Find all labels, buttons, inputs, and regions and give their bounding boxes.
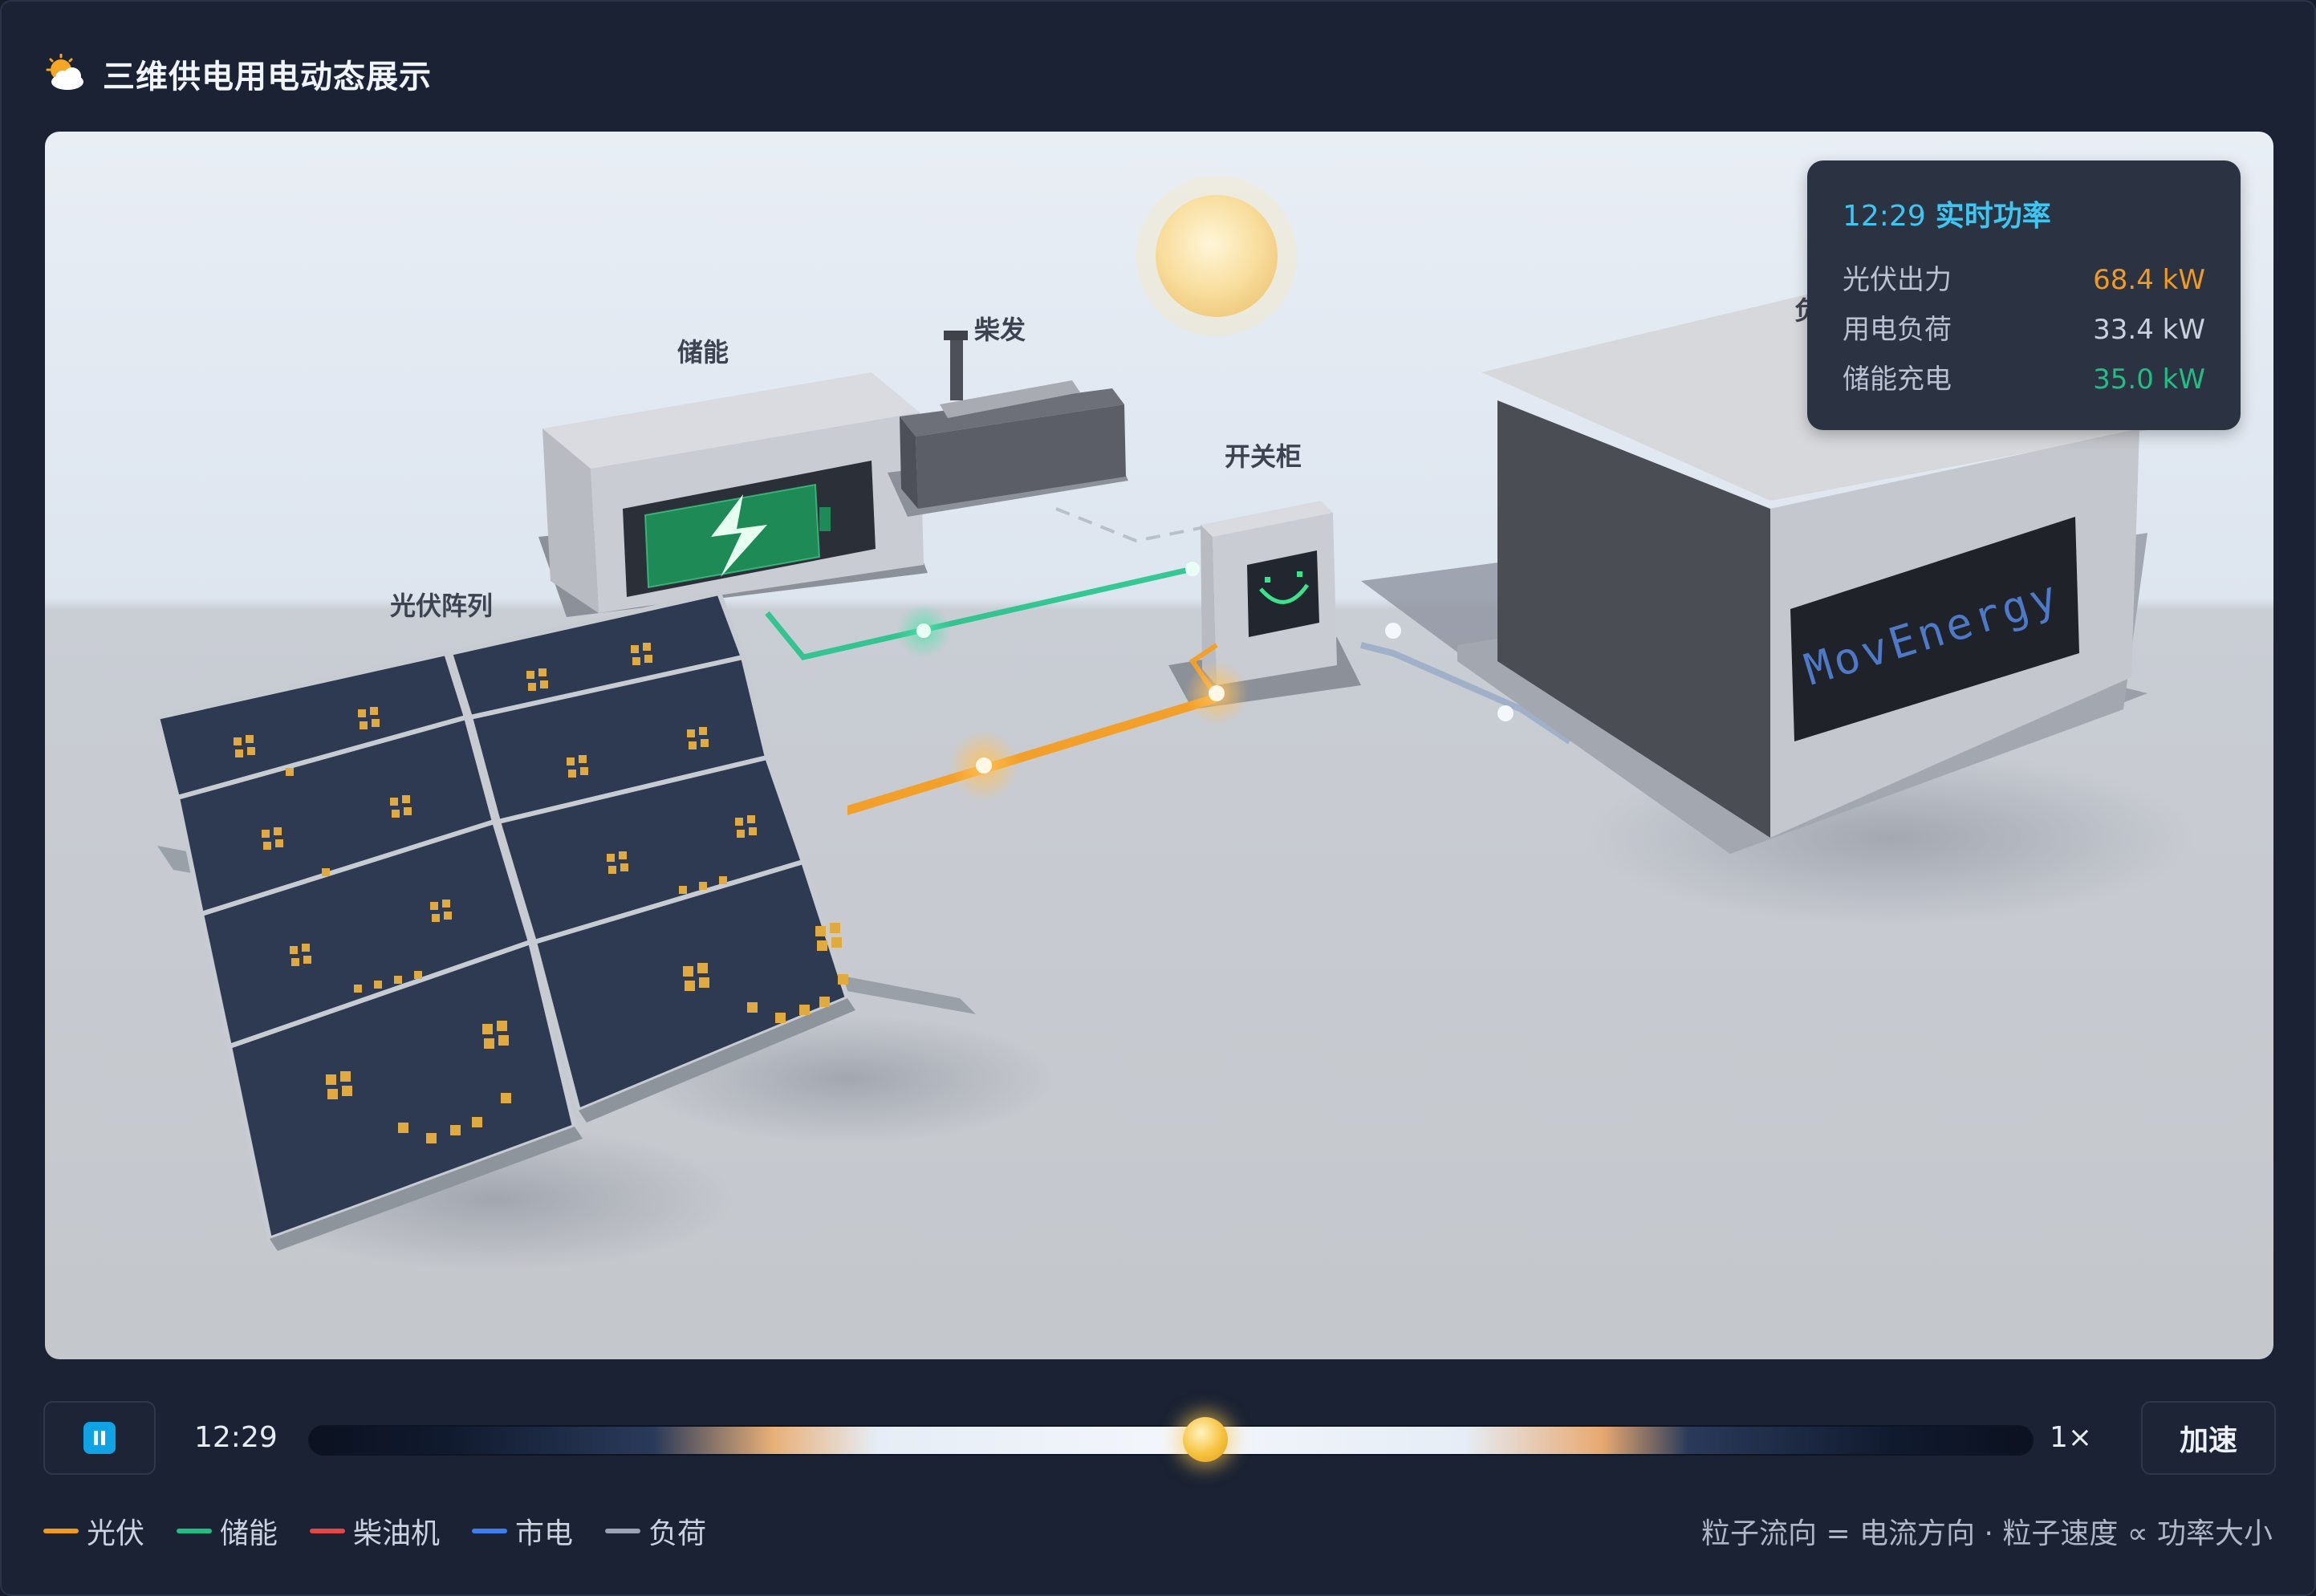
power-row-load: 用电负荷 33.4 kW <box>1843 305 2205 355</box>
label-diesel: 柴发 <box>974 315 1026 345</box>
legend-item-pv: 光伏 <box>43 1510 144 1552</box>
legend-label: 柴油机 <box>353 1517 441 1550</box>
legend-swatch <box>43 1529 79 1533</box>
legend: 光伏 储能 柴油机 市电 负荷 <box>43 1510 706 1552</box>
pause-button[interactable] <box>43 1401 156 1475</box>
label-switchgear: 开关柜 <box>1225 441 1302 472</box>
playback-controls: 12:29 1× 加速 <box>43 1401 2276 1478</box>
power-value: 33.4 kW <box>2093 314 2205 346</box>
legend-swatch <box>605 1529 641 1533</box>
power-row-pv: 光伏出力 68.4 kW <box>1843 255 2205 305</box>
power-label: 储能充电 <box>1843 363 1952 396</box>
label-storage: 储能 <box>677 337 729 368</box>
power-panel-heading: 12:29 实时功率 <box>1843 193 2205 234</box>
timeline-thumb[interactable] <box>1183 1417 1228 1462</box>
legend-item-storage: 储能 <box>177 1510 278 1552</box>
power-panel: 12:29 实时功率 光伏出力 68.4 kW 用电负荷 33.4 kW 储能充电… <box>1807 160 2241 430</box>
panel-title: 实时功率 <box>1935 200 2051 233</box>
sun-icon <box>1136 176 1297 336</box>
speed-value: 1× <box>2050 1421 2093 1454</box>
speed-up-button[interactable]: 加速 <box>2141 1401 2276 1475</box>
power-value: 68.4 kW <box>2093 264 2205 296</box>
label-pv-array: 光伏阵列 <box>390 591 494 621</box>
legend-item-diesel: 柴油机 <box>310 1510 440 1552</box>
scene-3d-view[interactable]: MovEnergy <box>45 132 2273 1359</box>
legend-swatch <box>177 1529 213 1533</box>
diesel-generator[interactable] <box>888 331 1128 517</box>
legend-swatch <box>310 1529 346 1533</box>
sun-cloud-icon <box>46 54 83 90</box>
power-label: 光伏出力 <box>1843 264 1952 296</box>
legend-item-load: 负荷 <box>605 1510 706 1552</box>
power-row-storage: 储能充电 35.0 kW <box>1843 355 2205 404</box>
flow-note: 粒子流向 = 电流方向 · 粒子速度 ∝ 功率大小 <box>1701 1517 2273 1550</box>
power-label: 用电负荷 <box>1843 314 1952 346</box>
page-title: 三维供电用电动态展示 <box>103 59 432 95</box>
legend-label: 负荷 <box>648 1517 707 1550</box>
storage-cabinet[interactable] <box>538 372 928 617</box>
legend-swatch <box>472 1529 508 1533</box>
legend-label: 市电 <box>515 1517 574 1550</box>
title-bar: 三维供电用电动态展示 <box>43 50 432 98</box>
legend-label: 储能 <box>220 1517 278 1550</box>
panel-time: 12:29 <box>1843 200 1926 233</box>
legend-item-grid: 市电 <box>472 1510 573 1552</box>
power-value: 35.0 kW <box>2093 363 2205 396</box>
pause-icon <box>83 1422 116 1454</box>
current-time: 12:29 <box>194 1421 278 1454</box>
legend-label: 光伏 <box>87 1517 145 1550</box>
pv-array[interactable] <box>154 590 976 1251</box>
timeline-slider[interactable] <box>308 1417 2034 1462</box>
